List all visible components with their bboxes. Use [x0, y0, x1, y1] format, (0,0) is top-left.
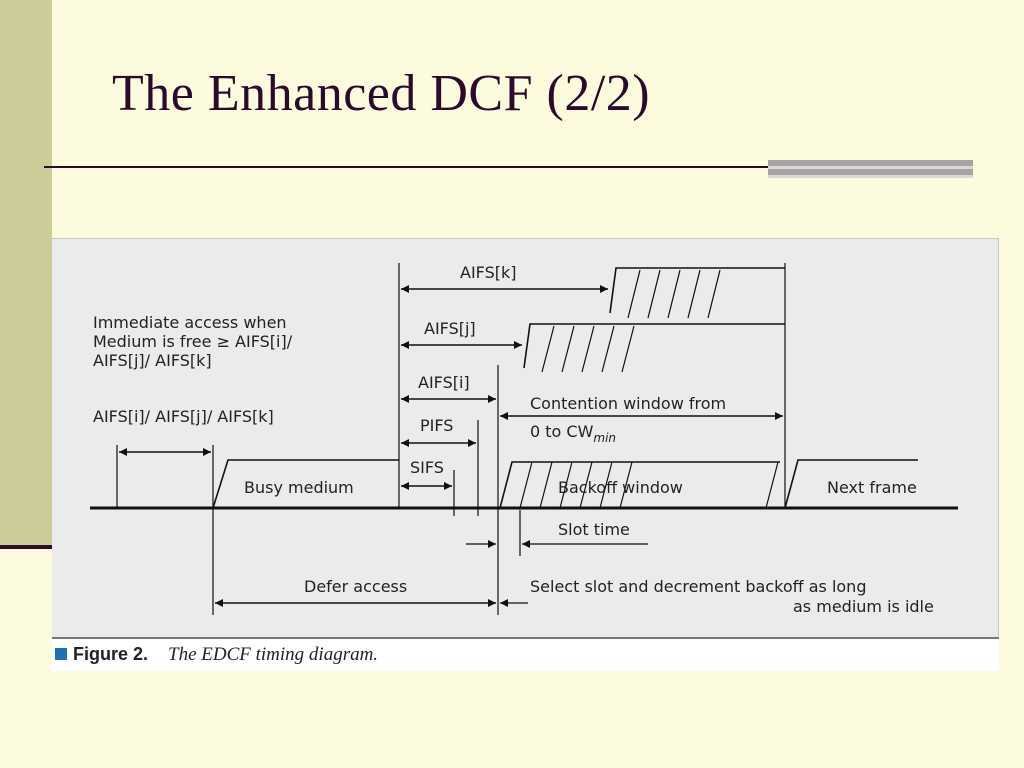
immediate-access-line-2: Medium is free ≥ AIFS[i]/ — [93, 332, 293, 351]
caption-text: The EDCF timing diagram. — [168, 644, 379, 665]
left-accent-rule — [0, 545, 54, 549]
aifs-i-label: AIFS[i] — [418, 373, 470, 392]
aifs-j-backoff-shape — [523, 323, 785, 373]
aifs-j-label: AIFS[j] — [424, 319, 476, 338]
pifs-label: PIFS — [420, 416, 453, 435]
immediate-access-line-1: Immediate access when — [93, 313, 287, 332]
caption-label: Figure 2. — [73, 644, 149, 664]
caption-strip — [52, 639, 999, 671]
aifs-all-label: AIFS[i]/ AIFS[j]/ AIFS[k] — [93, 407, 274, 426]
busy-medium-label: Busy medium — [244, 478, 354, 497]
caption-marker-icon — [55, 648, 67, 660]
sifs-label: SIFS — [410, 458, 444, 477]
backoff-window-shape — [499, 461, 780, 509]
backoff-window-label: Backoff window — [558, 478, 683, 497]
title-rule-accent — [768, 160, 973, 178]
contention-window-line-2: 0 to CWmin — [530, 422, 616, 445]
select-slot-line-2: as medium is idle — [793, 597, 934, 616]
slot-time-label: Slot time — [558, 520, 630, 539]
title-rule — [44, 166, 772, 168]
aifs-k-backoff-shape — [609, 267, 785, 319]
slide-title: The Enhanced DCF (2/2) — [112, 65, 651, 122]
busy-medium-frame — [212, 459, 399, 509]
immediate-access-line-3: AIFS[j]/ AIFS[k] — [93, 351, 212, 370]
left-accent-bar — [0, 0, 52, 548]
aifs-k-label: AIFS[k] — [460, 263, 517, 282]
contention-window-line-1: Contention window from — [530, 394, 726, 413]
next-frame-label: Next frame — [827, 478, 917, 497]
figure-panel — [52, 238, 999, 637]
next-frame-shape — [784, 459, 918, 509]
defer-access-label: Defer access — [304, 577, 407, 596]
figure-bottom-rule — [52, 637, 999, 639]
select-slot-line-1: Select slot and decrement backoff as lon… — [530, 577, 866, 596]
